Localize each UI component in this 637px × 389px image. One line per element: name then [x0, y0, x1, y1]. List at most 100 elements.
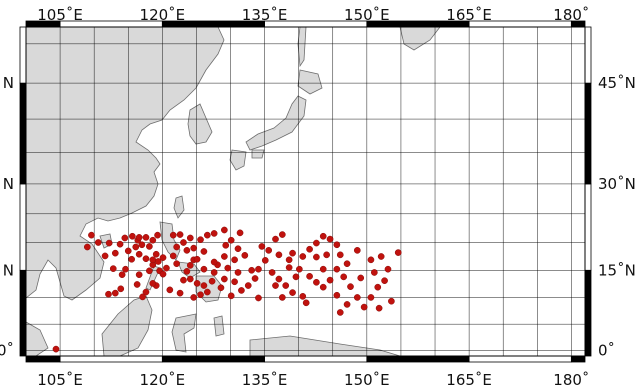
x-tick-label-bottom: 180˚ — [553, 371, 589, 389]
typhoon-point — [149, 236, 157, 244]
typhoon-point — [388, 297, 395, 305]
typhoon-point — [227, 236, 235, 244]
typhoon-point — [146, 243, 153, 250]
typhoon-point — [101, 252, 109, 260]
typhoon-point — [88, 231, 95, 239]
typhoon-point — [375, 304, 383, 312]
typhoon-point — [203, 231, 211, 239]
typhoon-point — [381, 277, 388, 285]
typhoon-point — [333, 291, 341, 299]
luzon — [159, 221, 181, 261]
typhoon-point — [146, 267, 153, 275]
typhoon-point — [323, 251, 330, 259]
typhoon-point — [258, 243, 266, 250]
typhoon-point — [128, 232, 136, 240]
typhoon-point — [118, 271, 126, 279]
typhoon-point — [343, 301, 351, 308]
typhoon-point — [231, 256, 238, 264]
typhoon-point — [241, 252, 249, 259]
typhoon-point — [255, 294, 262, 302]
typhoon-point — [367, 294, 375, 301]
typhoon-point — [313, 239, 320, 247]
frame-segment-right — [584, 26, 592, 84]
x-tick-label-top: 150˚E — [344, 6, 390, 24]
typhoon-point — [183, 247, 191, 254]
y-tick-label-left: N — [3, 74, 14, 92]
typhoon-point — [121, 234, 129, 242]
typhoon-point — [248, 266, 255, 274]
typhoon-point — [163, 264, 170, 272]
typhoon-point — [231, 278, 238, 286]
new-guinea — [249, 335, 401, 356]
typhoon-point — [384, 265, 392, 273]
typhoon-point — [326, 276, 334, 284]
x-tick-label-bottom: 120˚E — [140, 371, 186, 389]
x-tick-label-top: 180˚ — [553, 6, 589, 24]
frame-segment-left — [19, 183, 27, 271]
typhoon-point — [336, 309, 344, 316]
typhoon-point — [186, 234, 194, 242]
typhoon-point — [278, 294, 286, 301]
y-tick-label-right: 30˚N — [598, 175, 636, 193]
typhoon-point — [340, 273, 348, 281]
typhoon-point — [176, 289, 184, 297]
honshu — [245, 95, 307, 151]
y-tick-label-right: 15˚N — [598, 261, 636, 279]
frame-segment-bottom — [25, 355, 61, 363]
typhoon-point — [183, 268, 191, 275]
sumatra-tip — [26, 321, 49, 356]
typhoon-point — [180, 239, 187, 246]
map-frame — [19, 20, 592, 363]
typhoon-point — [133, 281, 141, 288]
typhoon-point — [122, 265, 129, 273]
frame-segment-right — [584, 82, 592, 185]
typhoon-point — [135, 271, 143, 279]
typhoon-point — [319, 283, 327, 291]
frame-segment-bottom — [366, 355, 470, 363]
typhoon-point — [149, 256, 157, 264]
typhoon-point — [360, 303, 368, 311]
typhoon-point — [353, 294, 361, 301]
frame-segment-bottom — [570, 355, 586, 363]
typhoon-point — [193, 255, 201, 263]
y-tick-label-left: N — [3, 175, 14, 193]
frame-segment-right — [584, 269, 592, 357]
y-tick-label-left: N — [3, 261, 14, 279]
typhoon-point — [234, 245, 242, 253]
typhoon-point — [197, 236, 204, 244]
y-tick-label-right: 0˚ — [598, 342, 615, 360]
x-tick-label-top: 165˚E — [446, 6, 492, 24]
typhoon-point — [289, 249, 296, 257]
frame-segment-left — [19, 269, 27, 357]
frame-segment-right — [584, 183, 592, 271]
typhoon-point — [244, 282, 252, 289]
frame-segment-left — [19, 26, 27, 84]
typhoon-point — [210, 258, 218, 266]
sakhalin — [297, 27, 307, 68]
typhoon-point — [278, 231, 286, 238]
typhoon-point — [154, 231, 161, 239]
typhoon-point — [152, 250, 160, 258]
typhoon-point — [292, 273, 300, 281]
typhoon-point — [221, 253, 228, 260]
typhoon-point — [272, 235, 279, 243]
hokkaido — [297, 69, 323, 95]
typhoon-point — [132, 243, 140, 251]
typhoon-point — [236, 229, 244, 237]
typhoon-point — [275, 251, 283, 259]
borneo — [101, 295, 153, 356]
x-tick-label-top: 120˚E — [140, 6, 186, 24]
typhoon-point — [289, 289, 296, 296]
typhoon-point — [169, 231, 177, 239]
typhoon-point — [255, 265, 262, 273]
typhoon-point — [193, 280, 201, 287]
typhoon-point — [200, 265, 208, 273]
typhoon-point — [166, 286, 174, 294]
frame-segment-bottom — [59, 355, 163, 363]
typhoon-point — [117, 285, 125, 293]
typhoon-point — [105, 239, 113, 247]
typhoon-point — [313, 278, 320, 286]
typhoon-point — [210, 230, 218, 237]
typhoon-point — [159, 254, 167, 261]
